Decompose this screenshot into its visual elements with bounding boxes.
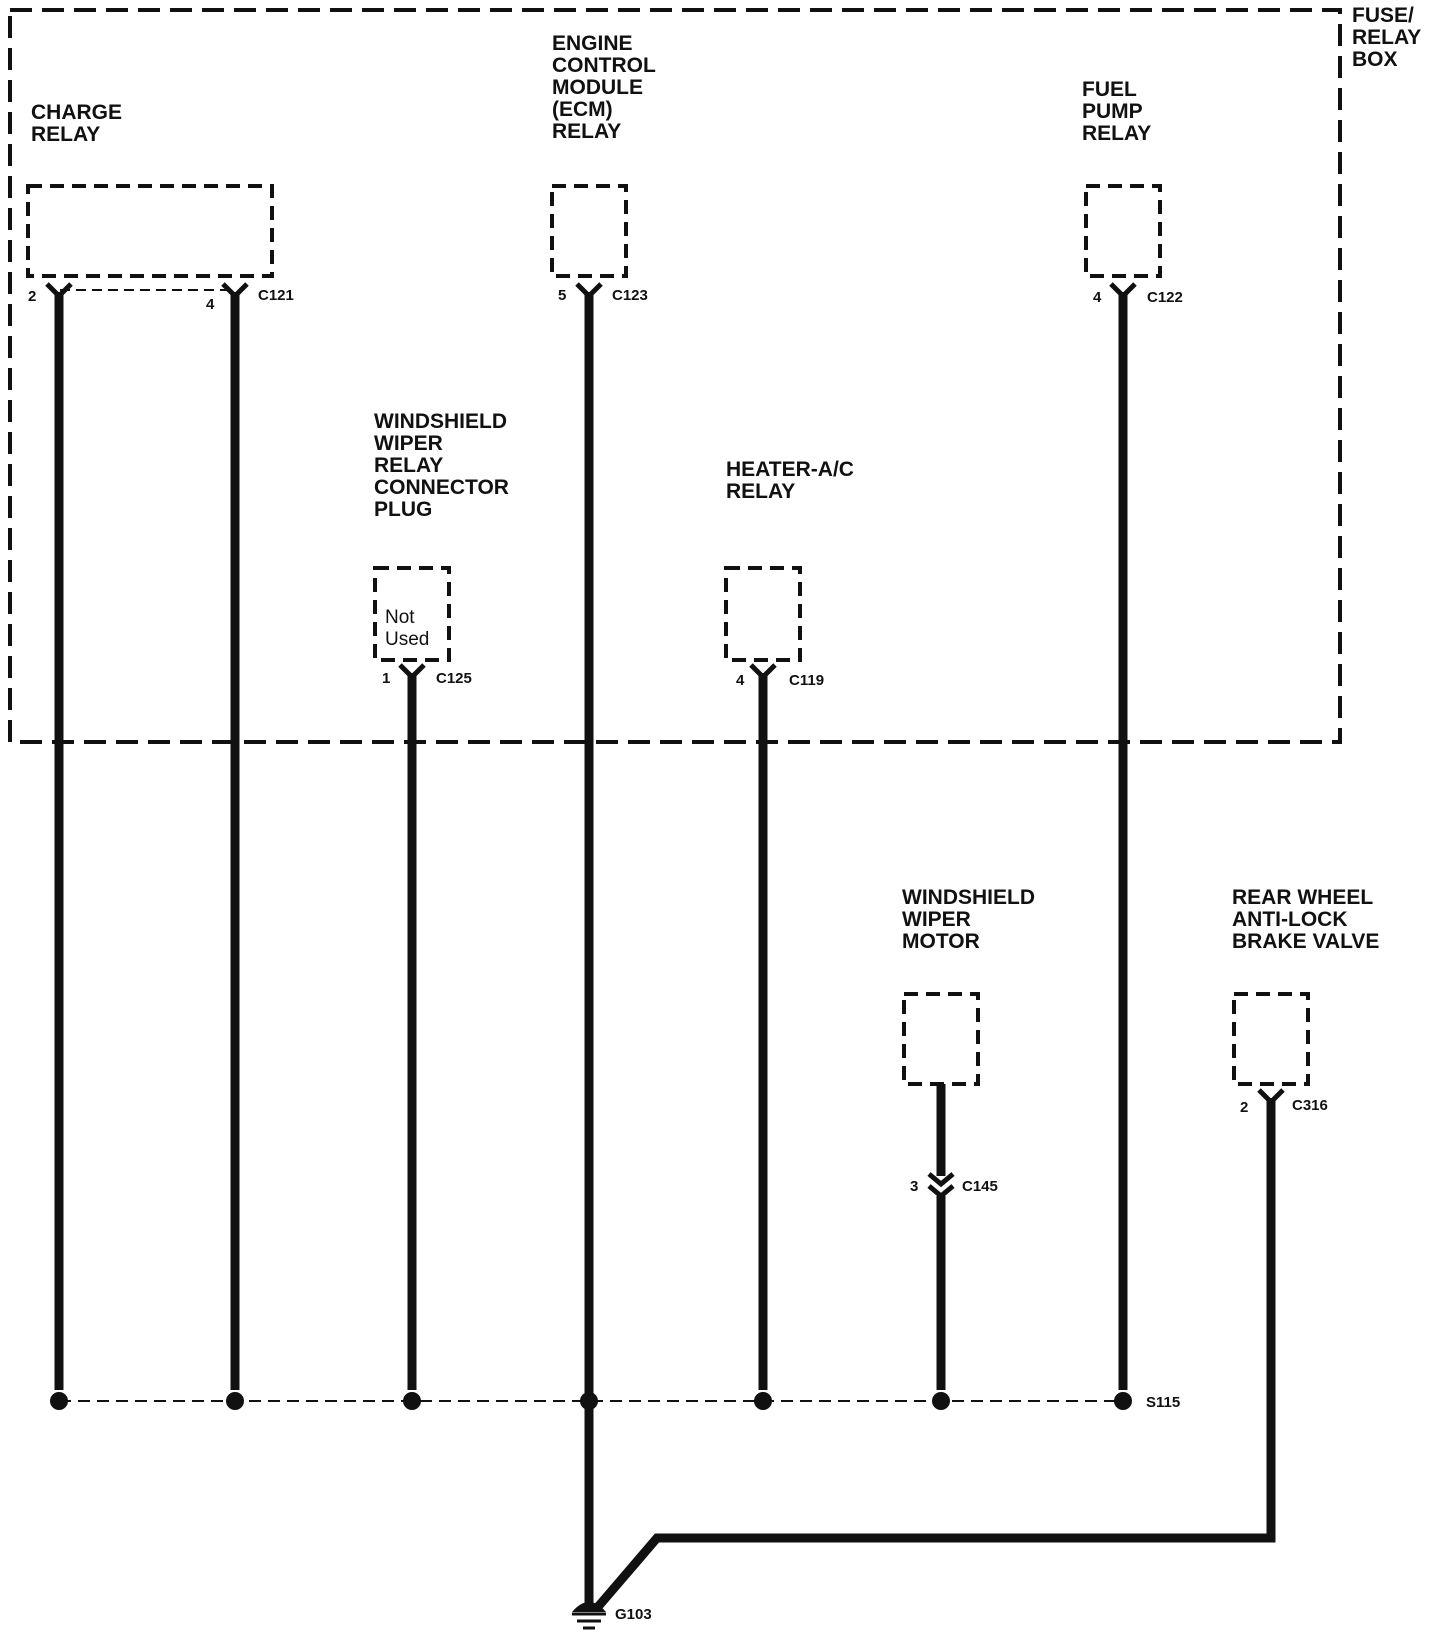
terminal-wiper-motor-inline-top — [927, 1172, 955, 1188]
pin-number: 4 — [1093, 289, 1102, 306]
fuel-pump-relay-label: FUEL PUMP RELAY — [1082, 78, 1151, 145]
splice-id: S115 — [1146, 1394, 1180, 1411]
abs-valve-box — [1232, 992, 1310, 1086]
fuel-pump-relay-box — [1084, 184, 1162, 278]
pin-number: 3 — [910, 1178, 918, 1195]
terminal-abs-valve — [1257, 1088, 1285, 1106]
terminal-heater-ac — [749, 663, 777, 681]
pin-number: 5 — [558, 287, 566, 304]
charge-relay-box — [26, 184, 274, 278]
abs-valve-label: REAR WHEEL ANTI-LOCK BRAKE VALVE — [1232, 886, 1379, 953]
terminal-charge-pin4 — [221, 282, 249, 300]
splice-dot — [754, 1392, 772, 1410]
wire-abs-valve — [593, 1098, 1276, 1611]
wiper-relay-plug-label: WINDSHIELD WIPER RELAY CONNECTOR PLUG — [374, 410, 515, 521]
terminal-charge-pin2 — [45, 282, 73, 300]
not-used-label: Not Used — [385, 607, 429, 650]
wiper-motor-label: WINDSHIELD WIPER MOTOR — [902, 886, 1041, 953]
ecm-relay-label: ENGINE CONTROL MODULE (ECM) RELAY — [552, 32, 661, 143]
heater-ac-relay-box — [724, 566, 802, 662]
pin-number: 4 — [736, 672, 745, 689]
splice-dot — [226, 1392, 244, 1410]
pin-number: 2 — [1240, 1099, 1248, 1116]
connector-id: C119 — [789, 672, 824, 689]
connector-id: C145 — [962, 1178, 998, 1195]
terminal-ecm — [575, 282, 603, 300]
pin-number: 1 — [382, 670, 390, 687]
splice-dot — [403, 1392, 421, 1410]
pin-number: 2 — [28, 288, 36, 305]
wiper-motor-box — [902, 992, 980, 1086]
ground-id: G103 — [615, 1606, 652, 1623]
terminal-wiper-relay — [398, 663, 426, 681]
splice-dot — [580, 1392, 598, 1410]
ground-symbol-icon — [572, 1602, 606, 1630]
heater-ac-relay-label: HEATER-A/C RELAY — [726, 458, 860, 503]
connector-id: C125 — [436, 670, 472, 687]
wiper-relay-plug-box — [373, 566, 451, 662]
connector-id: C122 — [1147, 289, 1183, 306]
splice-dot — [932, 1392, 950, 1410]
ecm-relay-box — [550, 184, 628, 278]
connector-id: C121 — [258, 287, 294, 304]
pin-number: 4 — [206, 296, 215, 313]
terminal-wiper-motor-inline-bottom — [927, 1184, 955, 1200]
charge-relay-label: CHARGE RELAY — [31, 101, 128, 146]
splice-dot — [1114, 1392, 1132, 1410]
connector-id: C123 — [612, 287, 648, 304]
fuse-relay-box-label: FUSE/ RELAY BOX — [1352, 4, 1427, 71]
terminal-fuel-pump — [1109, 282, 1137, 300]
fuse-relay-box-outline — [8, 8, 1342, 744]
splice-dot — [50, 1392, 68, 1410]
connector-id: C316 — [1292, 1097, 1328, 1114]
